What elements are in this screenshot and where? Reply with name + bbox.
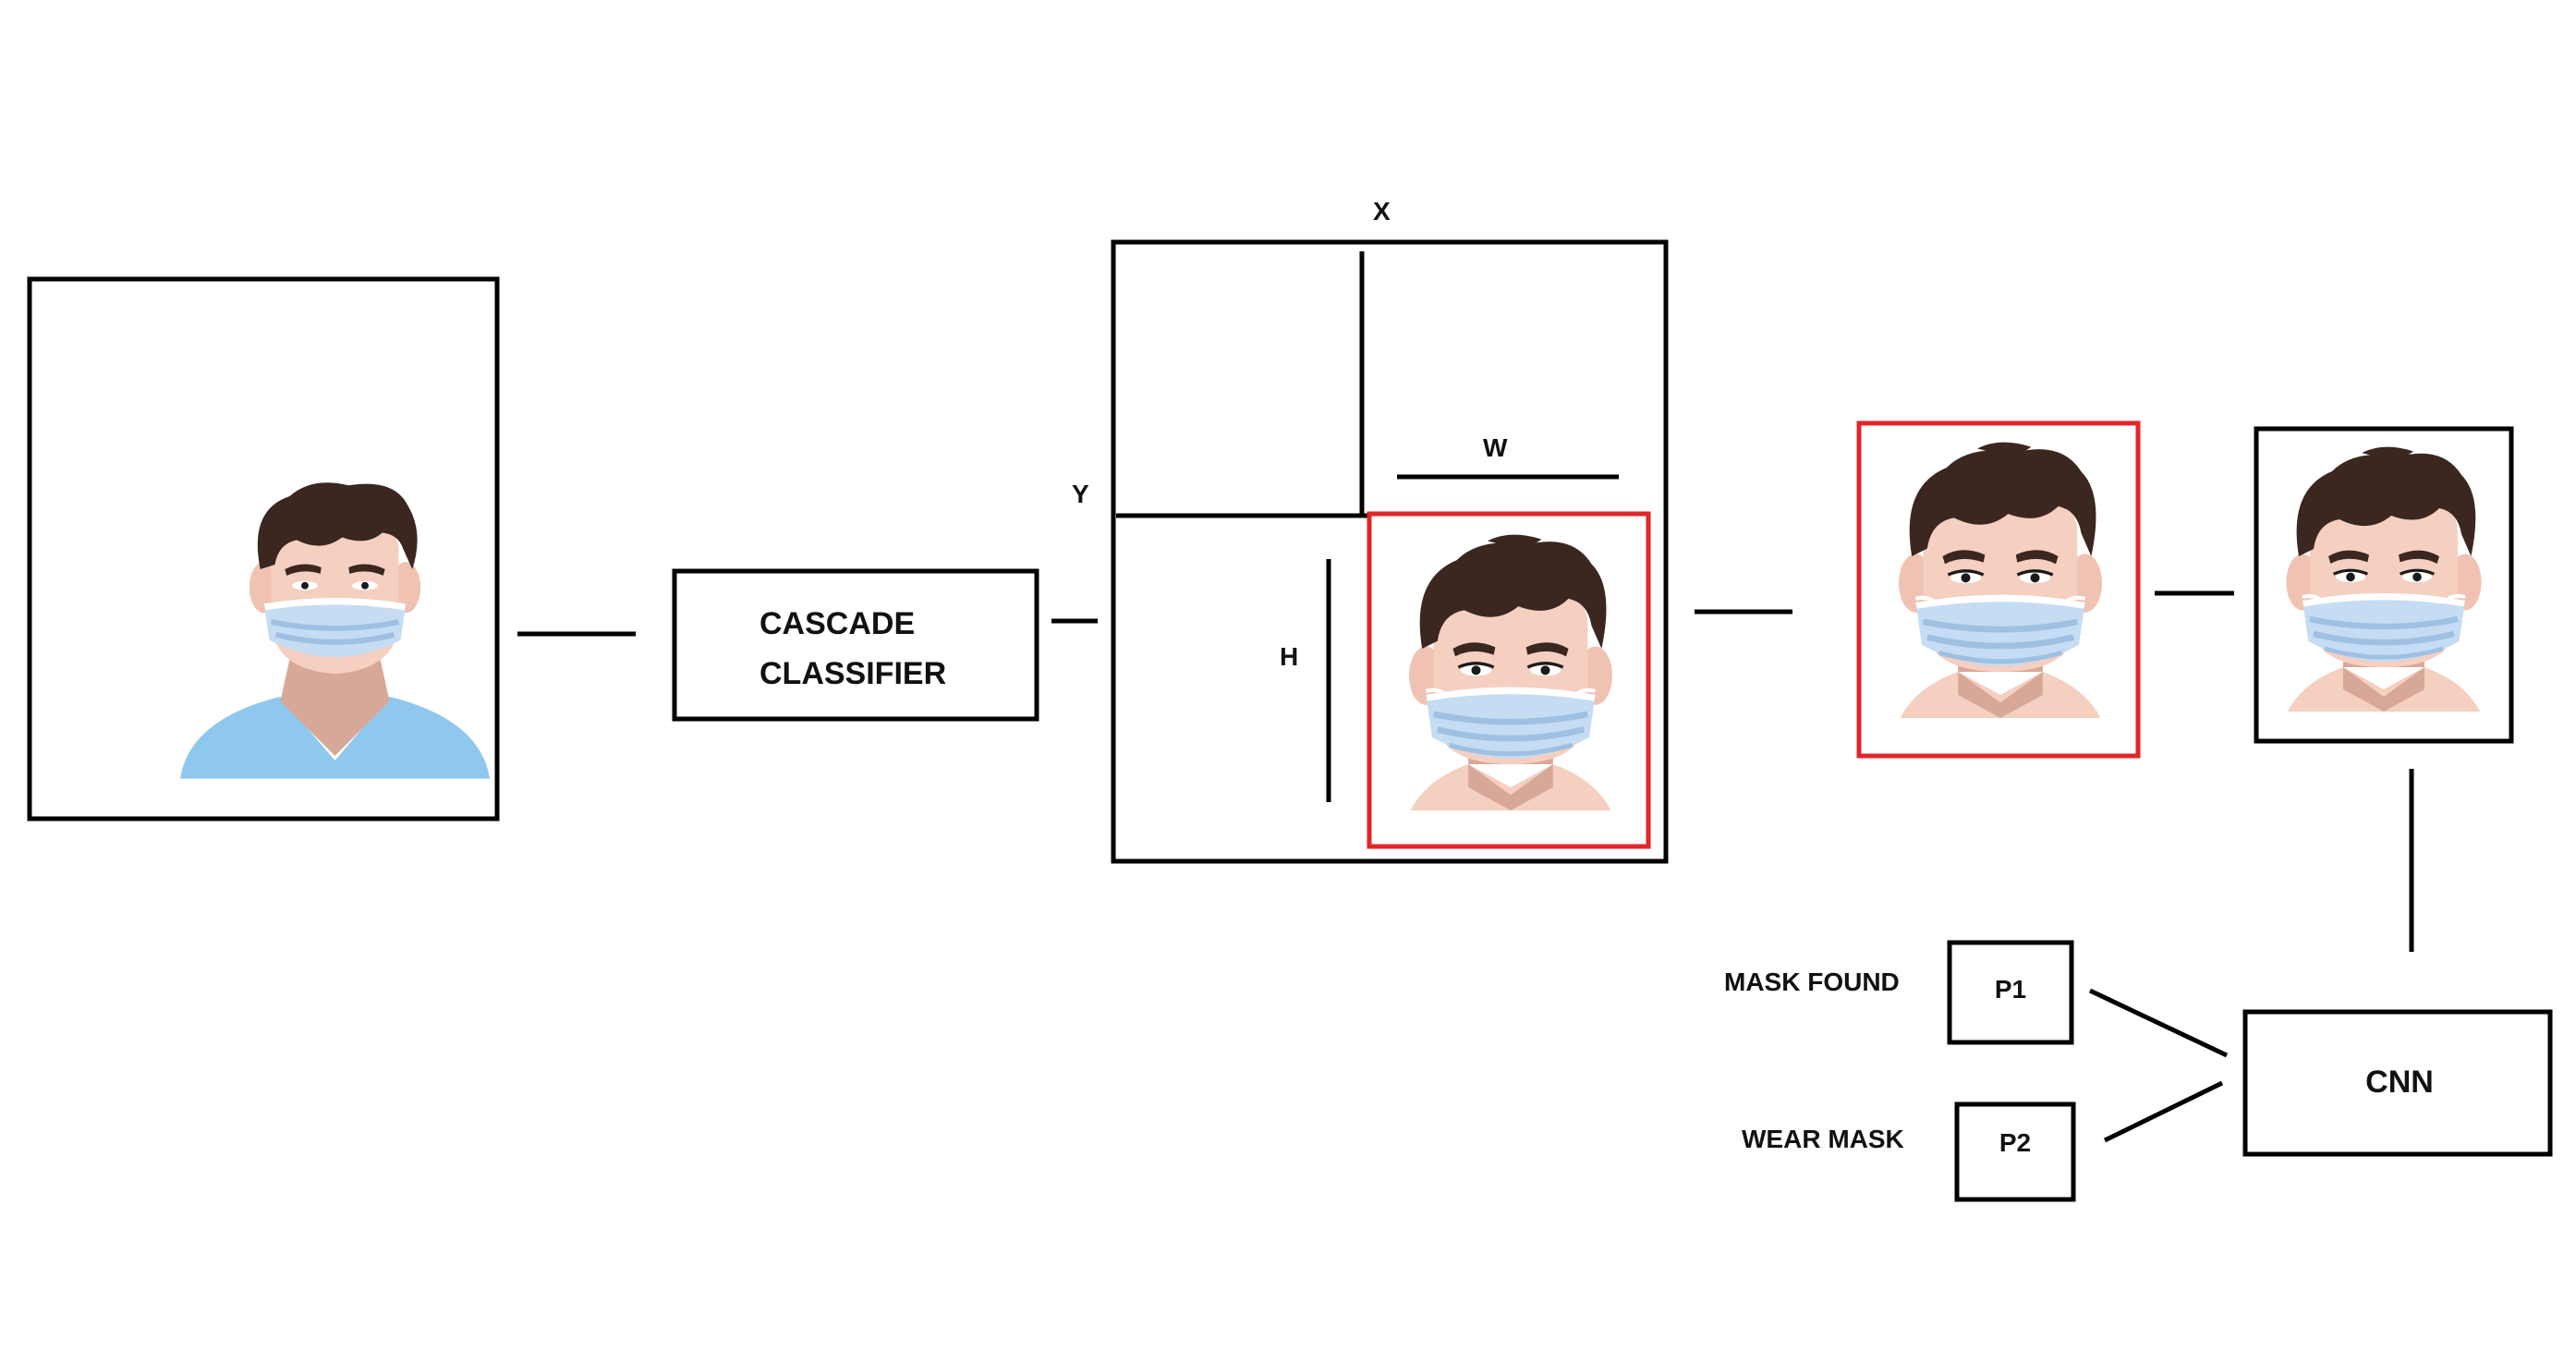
cropped-face-frame <box>1856 420 2141 759</box>
detection-frame: X Y W H <box>1072 197 1669 864</box>
height-label: H <box>1280 642 1298 671</box>
p2-output-box: P2 <box>1954 1101 2076 1202</box>
connector-cnn-p1 <box>2088 988 2229 1058</box>
y-axis-label: Y <box>1072 480 1089 508</box>
cnn-label: CNN <box>2365 1065 2434 1100</box>
classifier-label-line1: CASCADE <box>759 606 915 641</box>
p1-output-box: P1 <box>1947 940 2074 1045</box>
cnn-box: CNN <box>2242 1009 2553 1157</box>
p1-label: P1 <box>1995 975 2026 1004</box>
width-label: W <box>1483 433 1508 462</box>
cascade-classifier-box: CASCADE CLASSIFIER <box>672 568 1039 722</box>
x-axis-label: X <box>1373 197 1391 225</box>
p2-label: P2 <box>1999 1128 2031 1157</box>
normalized-face-frame <box>2254 426 2514 744</box>
connector-cnn-p2 <box>2103 1080 2224 1143</box>
input-image-frame <box>27 276 500 822</box>
wear-mask-label: WEAR MASK <box>1742 1125 1904 1153</box>
mask-found-label: MASK FOUND <box>1724 968 1900 996</box>
classifier-label-line2: CLASSIFIER <box>759 656 946 691</box>
